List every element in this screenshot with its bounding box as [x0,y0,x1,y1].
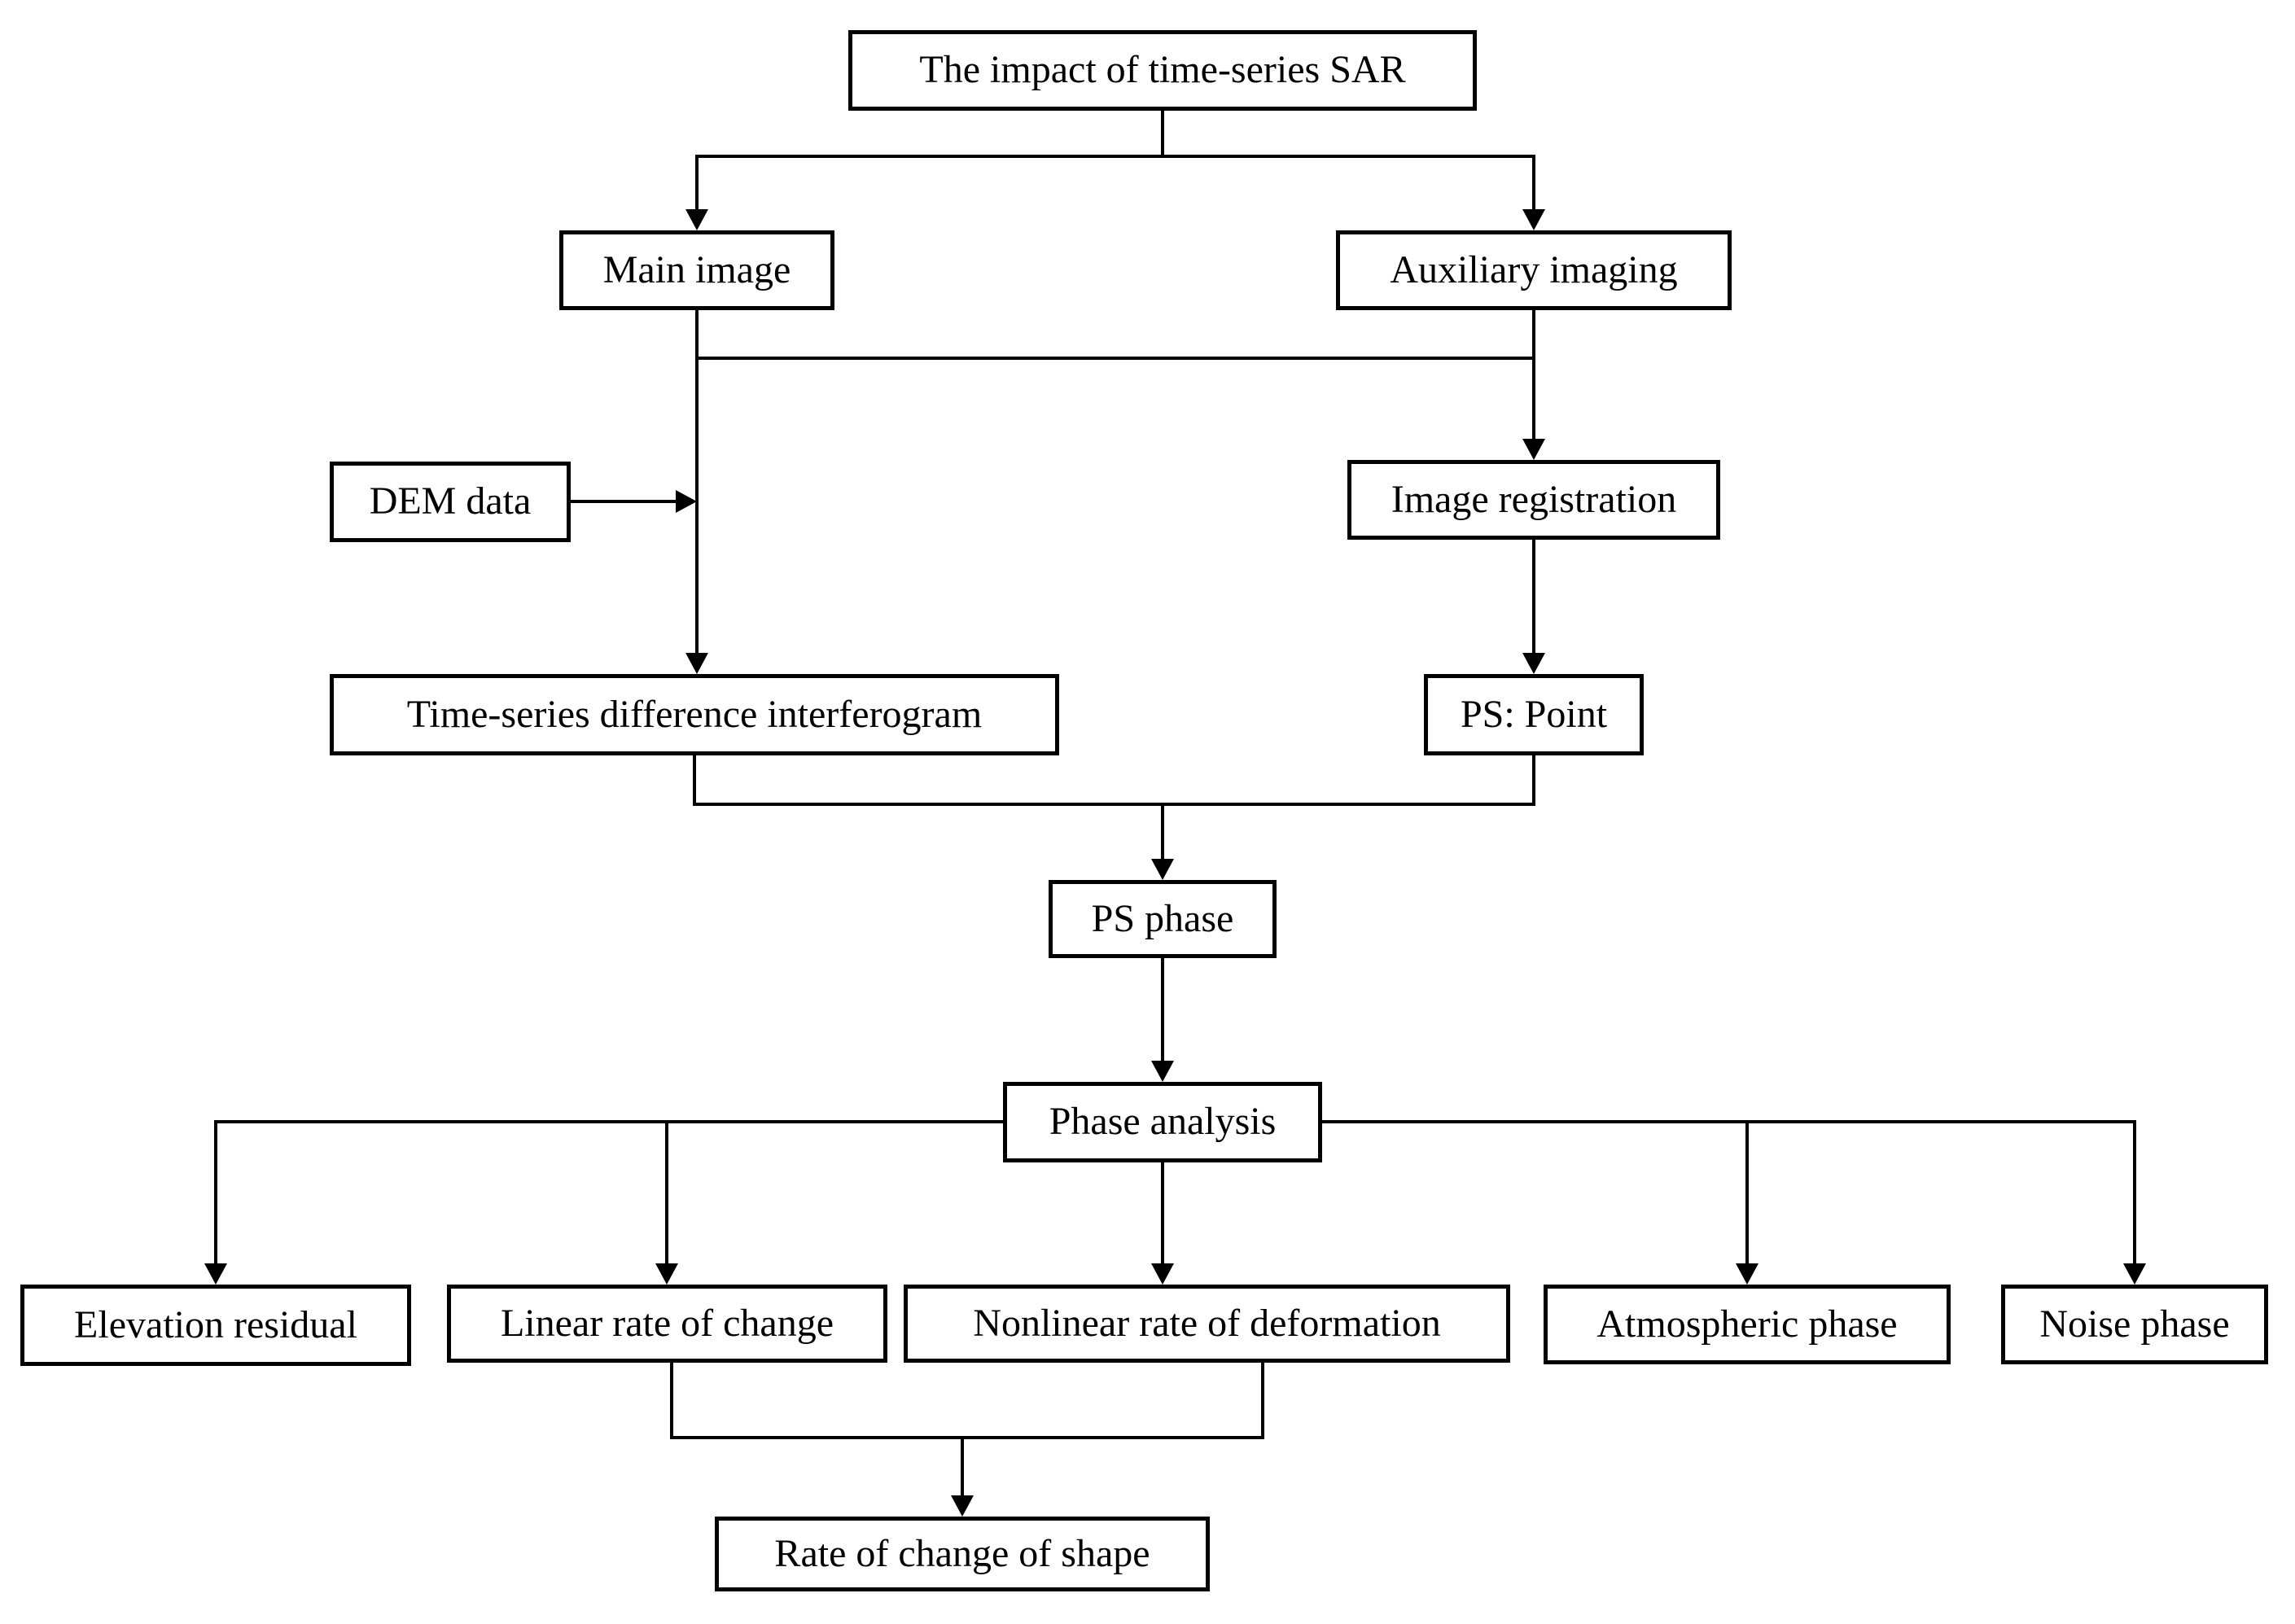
node-noise-phase: Noise phase [2001,1285,2268,1364]
arrowhead-auxiliary-imaging [1522,209,1545,230]
node-label: Image registration [1391,477,1677,521]
node-rate-of-change-of-shape: Rate of change of shape [715,1517,1210,1591]
node-label: Linear rate of change [500,1301,834,1345]
connector-to-noise-phase [2133,1120,2136,1265]
arrowhead-elevation-residual [204,1263,227,1285]
arrowhead-nonlinear-rate [1151,1263,1174,1285]
connector-to-linear-rate [665,1120,668,1265]
connector-merge-horizontal [693,803,1535,806]
connector-auxiliary-to-registration [1532,310,1535,442]
connector-merge-to-ps-phase [1161,803,1164,860]
node-ps-phase: PS phase [1049,880,1277,958]
node-label: Phase analysis [1049,1100,1277,1144]
node-impact-of-time-series-sar: The impact of time-series SAR [848,30,1477,111]
node-label: DEM data [369,479,532,523]
connector-main-image-to-interferogram [695,310,699,656]
node-elevation-residual: Elevation residual [20,1285,411,1366]
arrowhead-ps-point [1522,653,1545,674]
connector-linear-to-merge2 [670,1363,673,1439]
node-label: Time-series difference interferogram [406,692,983,736]
connector-registration-to-ps-point [1532,540,1535,654]
arrowhead-linear-rate [655,1263,678,1285]
connector-root-to-fork [1161,111,1164,158]
connector-main-auxiliary-link [695,357,1535,360]
node-label: PS phase [1091,896,1234,940]
node-atmospheric-phase: Atmospheric phase [1544,1285,1951,1364]
connector-branch-left-rail [214,1120,1003,1123]
connector-ps-phase-to-phase-analysis [1161,958,1164,1062]
connector-interferogram-to-merge [693,755,696,806]
node-image-registration: Image registration [1347,460,1720,540]
connector-to-nonlinear-rate [1161,1162,1164,1265]
arrowhead-main-image [685,209,708,230]
node-auxiliary-imaging: Auxiliary imaging [1336,230,1732,310]
node-label: PS: Point [1460,692,1608,736]
connector-fork-horizontal [695,155,1535,158]
node-time-series-difference-interferogram: Time-series difference interferogram [330,674,1059,755]
connector-to-atmospheric-phase [1745,1120,1749,1265]
arrowhead-atmospheric-phase [1736,1263,1758,1285]
arrowhead-image-registration [1522,439,1545,460]
node-label: The impact of time-series SAR [919,48,1406,92]
connector-dem-data-arrow [571,500,677,503]
node-ps-point: PS: Point [1424,674,1644,755]
connector-to-elevation-residual [214,1120,217,1265]
connector-nonlinear-to-merge2 [1261,1363,1264,1439]
node-label: Nonlinear rate of deformation [973,1301,1441,1345]
connector-ps-point-to-merge [1532,755,1535,806]
arrowhead-ps-phase [1151,859,1174,880]
connector-branch-right-rail [1322,1120,2136,1123]
arrowhead-dem-data [676,490,697,513]
connector-fork-to-auxiliary-imaging [1532,155,1535,212]
node-label: Main image [602,247,791,291]
node-label: Rate of change of shape [774,1531,1150,1575]
node-label: Atmospheric phase [1596,1302,1898,1346]
connector-merge2-to-rate-of-change [961,1436,964,1497]
arrowhead-noise-phase [2123,1263,2146,1285]
node-label: Noise phase [2039,1302,2230,1346]
node-linear-rate-of-change: Linear rate of change [447,1285,887,1363]
node-dem-data: DEM data [330,462,571,542]
node-label: Elevation residual [74,1302,357,1346]
node-main-image: Main image [559,230,834,310]
arrowhead-rate-of-change-of-shape [951,1495,974,1517]
node-label: Auxiliary imaging [1390,247,1678,291]
node-phase-analysis: Phase analysis [1003,1082,1322,1162]
arrowhead-phase-analysis [1151,1061,1174,1082]
node-nonlinear-rate-of-deformation: Nonlinear rate of deformation [904,1285,1510,1363]
connector-merge2-horizontal [670,1436,1264,1439]
connector-fork-to-main-image [695,155,699,212]
arrowhead-interferogram [685,653,708,674]
